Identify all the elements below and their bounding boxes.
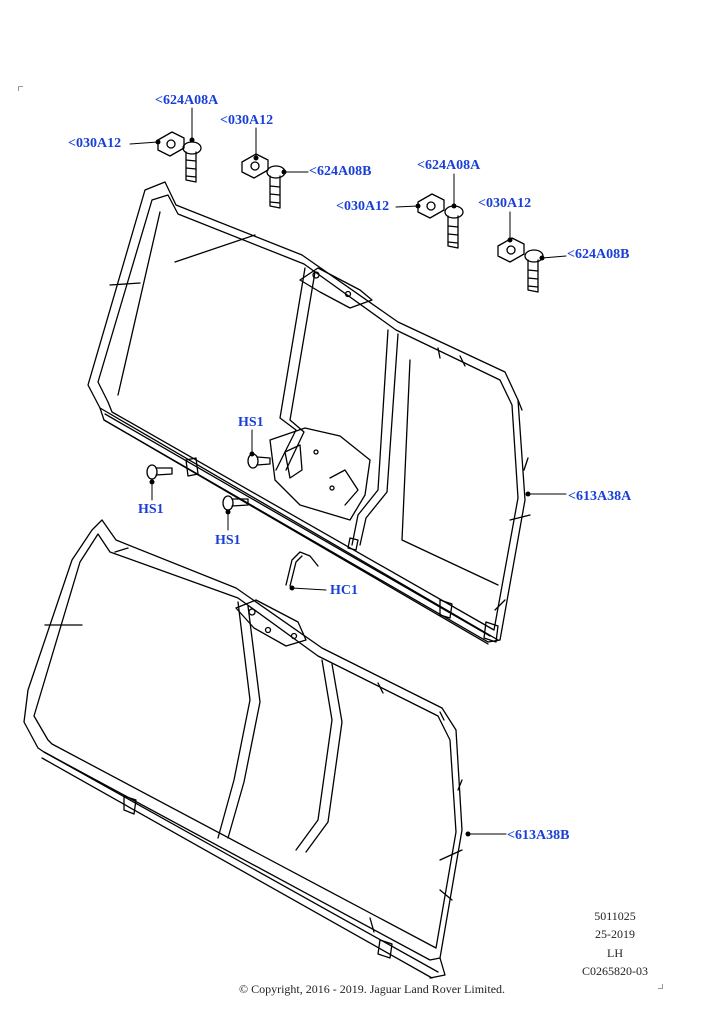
callout-HS1-middle[interactable]: HS1 [215,533,241,548]
callout-HS1-top[interactable]: HS1 [238,415,264,430]
callout-030A12-third[interactable]: <030A12 [336,199,390,214]
callout-624A08A-right[interactable]: <624A08A [417,158,481,173]
hook-clip-part [285,551,319,587]
screw-part [146,464,173,480]
screw-part [222,495,249,511]
upper-seat-frame [87,181,531,645]
illustration-date: 25-2019 [595,927,635,941]
callout-030A12-second[interactable]: <030A12 [220,113,274,128]
callout-HC1[interactable]: HC1 [330,583,358,598]
callout-613A38B[interactable]: <613A38B [507,828,570,843]
callout-624A08B-left[interactable]: <624A08B [309,164,372,179]
callout-030A12-right[interactable]: <030A12 [478,196,532,211]
leader-lines [129,107,567,835]
callout-030A12-left[interactable]: <030A12 [68,136,122,151]
stud-part [444,205,464,249]
lower-seat-frame [23,519,463,979]
washer-part [497,237,525,263]
illustration-side: LH [607,946,623,960]
stud-part [182,141,202,183]
callout-624A08A-left[interactable]: <624A08A [155,93,219,108]
callout-624A08B-right[interactable]: <624A08B [567,247,630,262]
illustration-number: 5011025 [594,909,636,923]
illustration-code: C0265820-03 [582,964,648,978]
washer-part [417,193,445,219]
leader-dots [149,137,545,837]
corner-registration-mark [658,984,663,989]
callout-HS1-left[interactable]: HS1 [138,502,164,517]
copyright-notice: © Copyright, 2016 - 2019. Jaguar Land Ro… [238,982,506,996]
corner-registration-mark [18,86,23,91]
callout-613A38A[interactable]: <613A38A [568,489,632,504]
washer-part [157,131,185,157]
